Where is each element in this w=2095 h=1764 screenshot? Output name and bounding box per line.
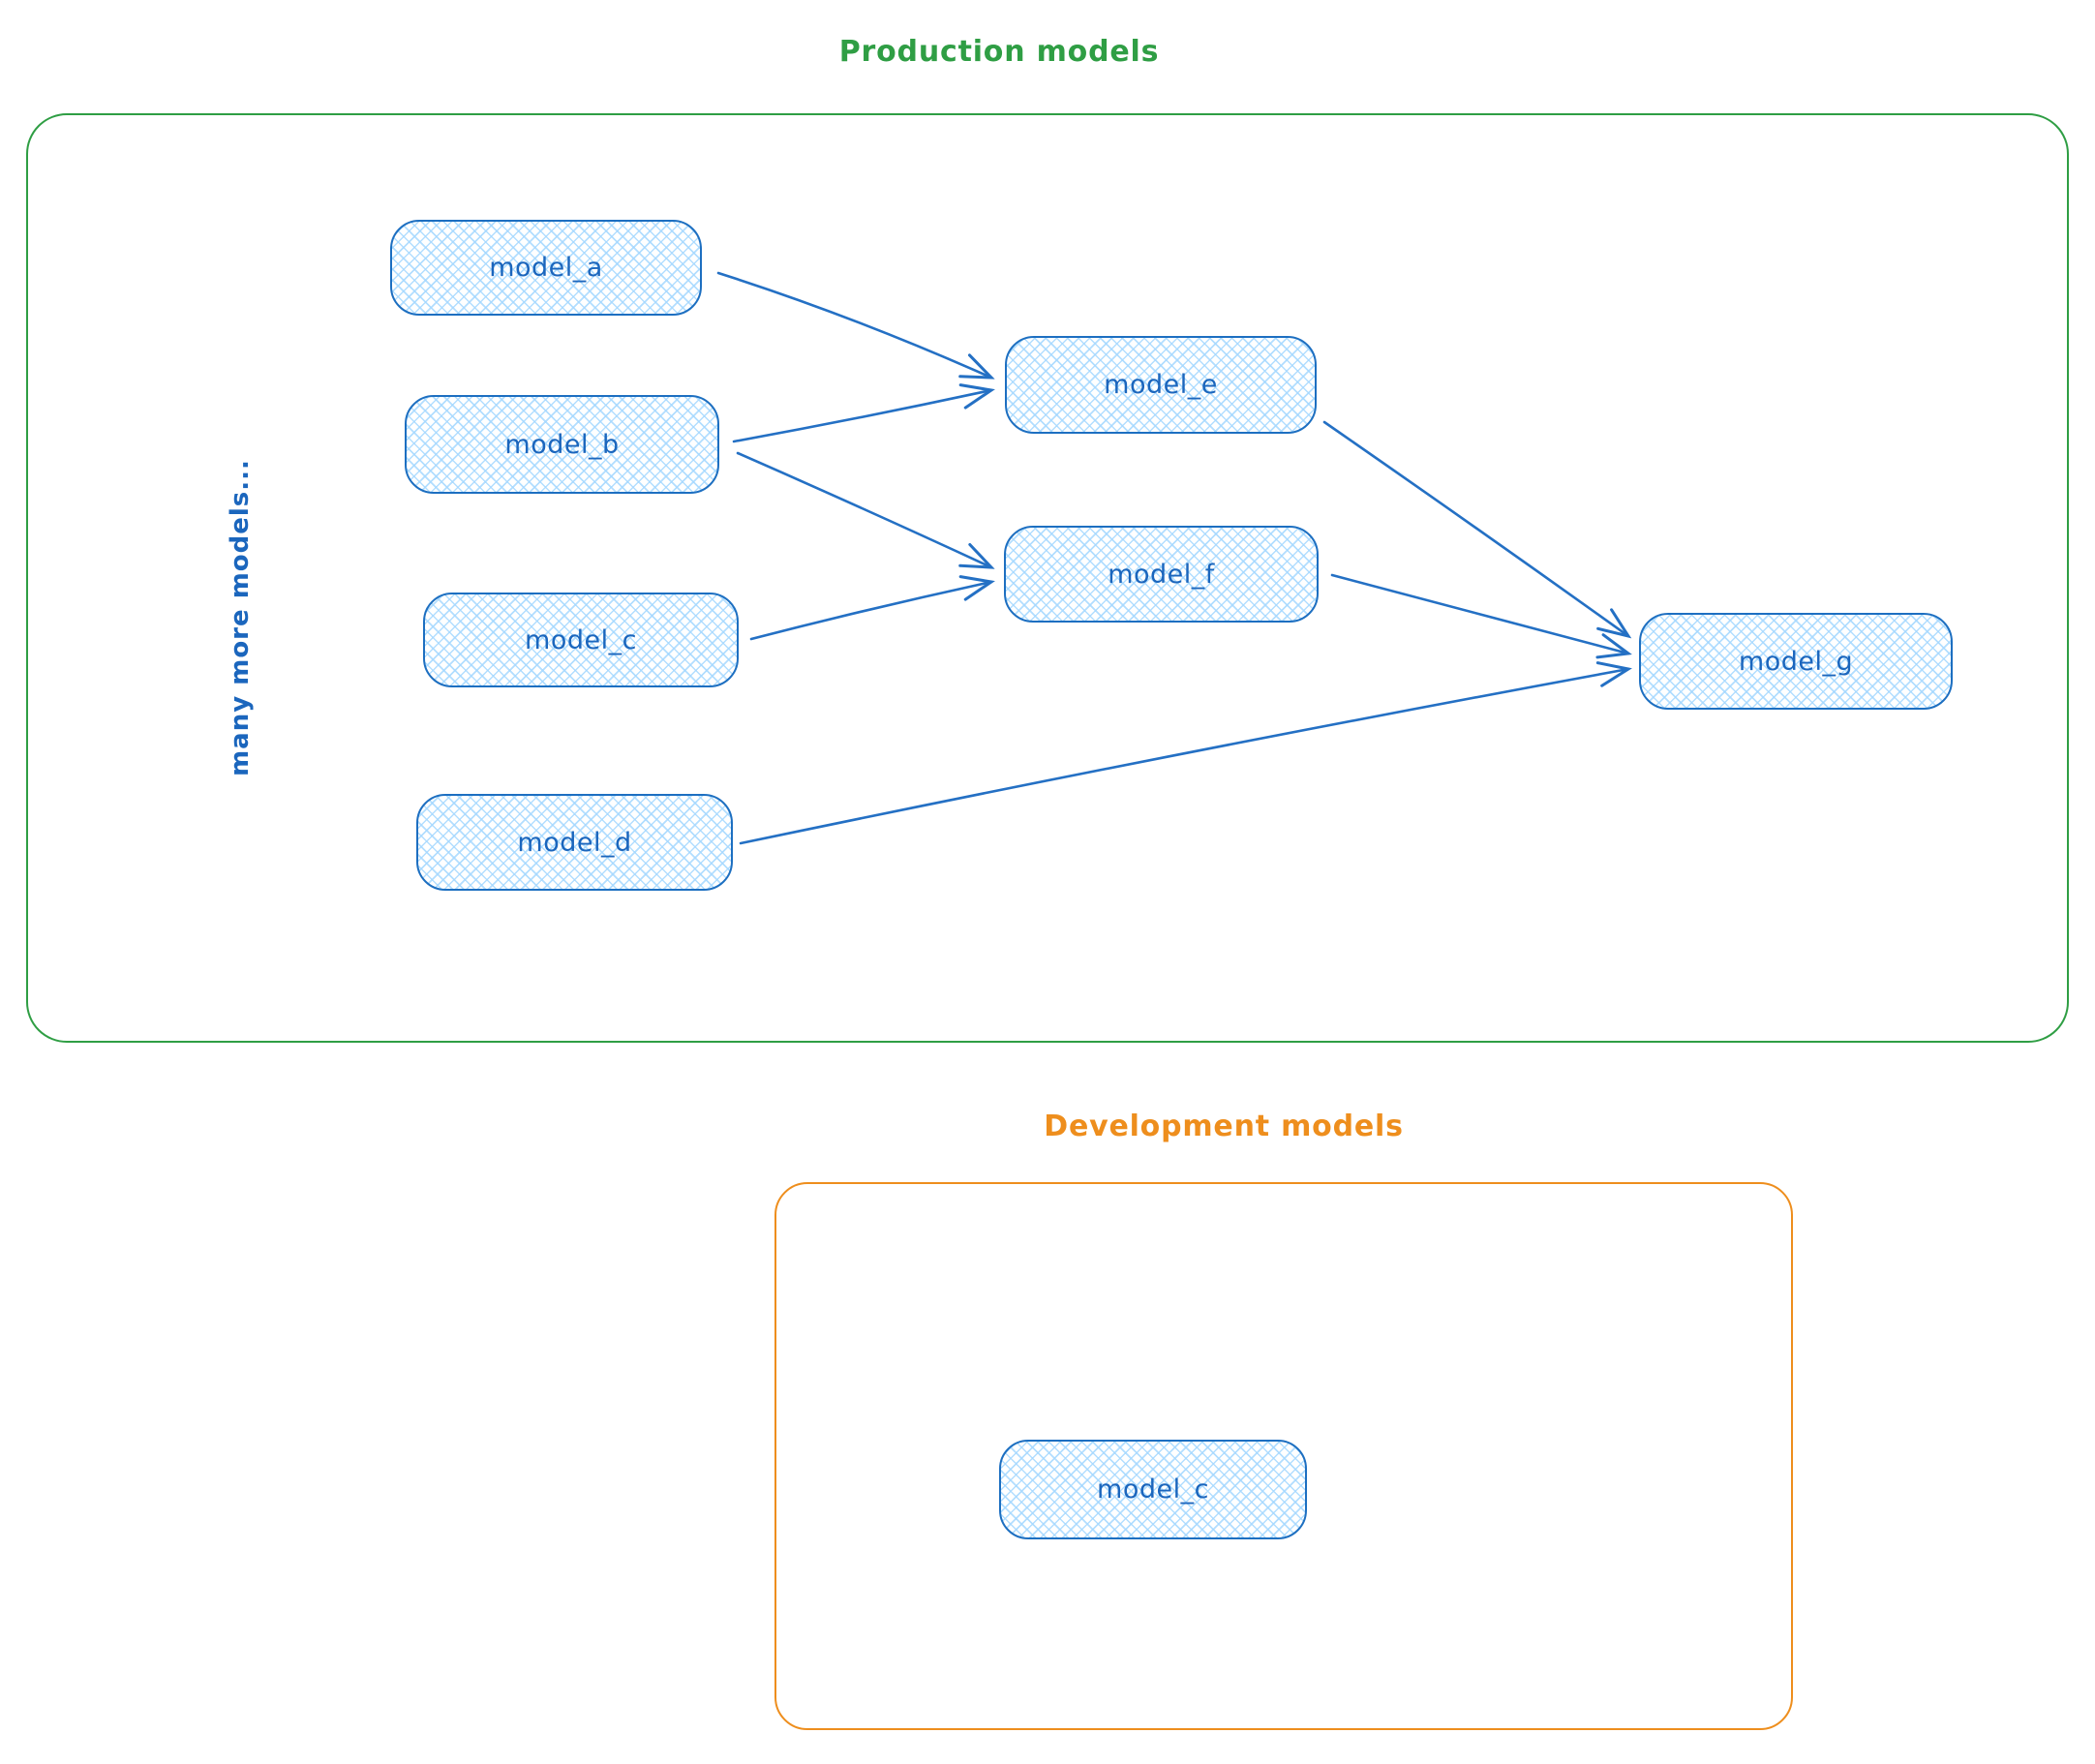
node-model-g-label: model_g xyxy=(1738,646,1854,677)
arrow-model-a-to-model-e[interactable] xyxy=(716,271,991,378)
node-model-b-label: model_b xyxy=(504,429,620,460)
production-group-frame[interactable] xyxy=(26,113,2069,1043)
node-model-e[interactable]: model_e xyxy=(1005,336,1317,434)
node-model-a[interactable]: model_a xyxy=(390,220,702,316)
node-model-c-dev[interactable]: model_c xyxy=(999,1440,1307,1539)
development-group-title[interactable]: Development models xyxy=(1044,1110,1404,1143)
node-model-f[interactable]: model_f xyxy=(1004,526,1319,623)
arrow-model-d-to-model-g[interactable] xyxy=(739,669,1628,845)
arrow-model-f-to-model-g[interactable] xyxy=(1330,573,1628,654)
production-group-title[interactable]: Production models xyxy=(838,35,1160,69)
development-group-frame[interactable] xyxy=(774,1182,1793,1730)
arrow-model-b-to-model-f[interactable] xyxy=(736,451,991,567)
node-model-d-label: model_d xyxy=(517,827,632,858)
node-model-f-label: model_f xyxy=(1108,559,1215,590)
node-model-g[interactable]: model_g xyxy=(1639,613,1953,710)
node-model-d[interactable]: model_d xyxy=(416,794,733,891)
node-model-c[interactable]: model_c xyxy=(423,593,739,687)
node-model-b[interactable]: model_b xyxy=(405,395,719,494)
node-model-a-label: model_a xyxy=(489,253,603,283)
node-model-c-label: model_c xyxy=(525,624,637,655)
arrow-model-e-to-model-g[interactable] xyxy=(1322,420,1628,636)
arrow-model-b-to-model-e[interactable] xyxy=(732,390,991,443)
arrow-model-c-to-model-f[interactable] xyxy=(749,582,991,641)
node-model-c-dev-label: model_c xyxy=(1097,1475,1209,1505)
node-model-e-label: model_e xyxy=(1104,370,1218,400)
